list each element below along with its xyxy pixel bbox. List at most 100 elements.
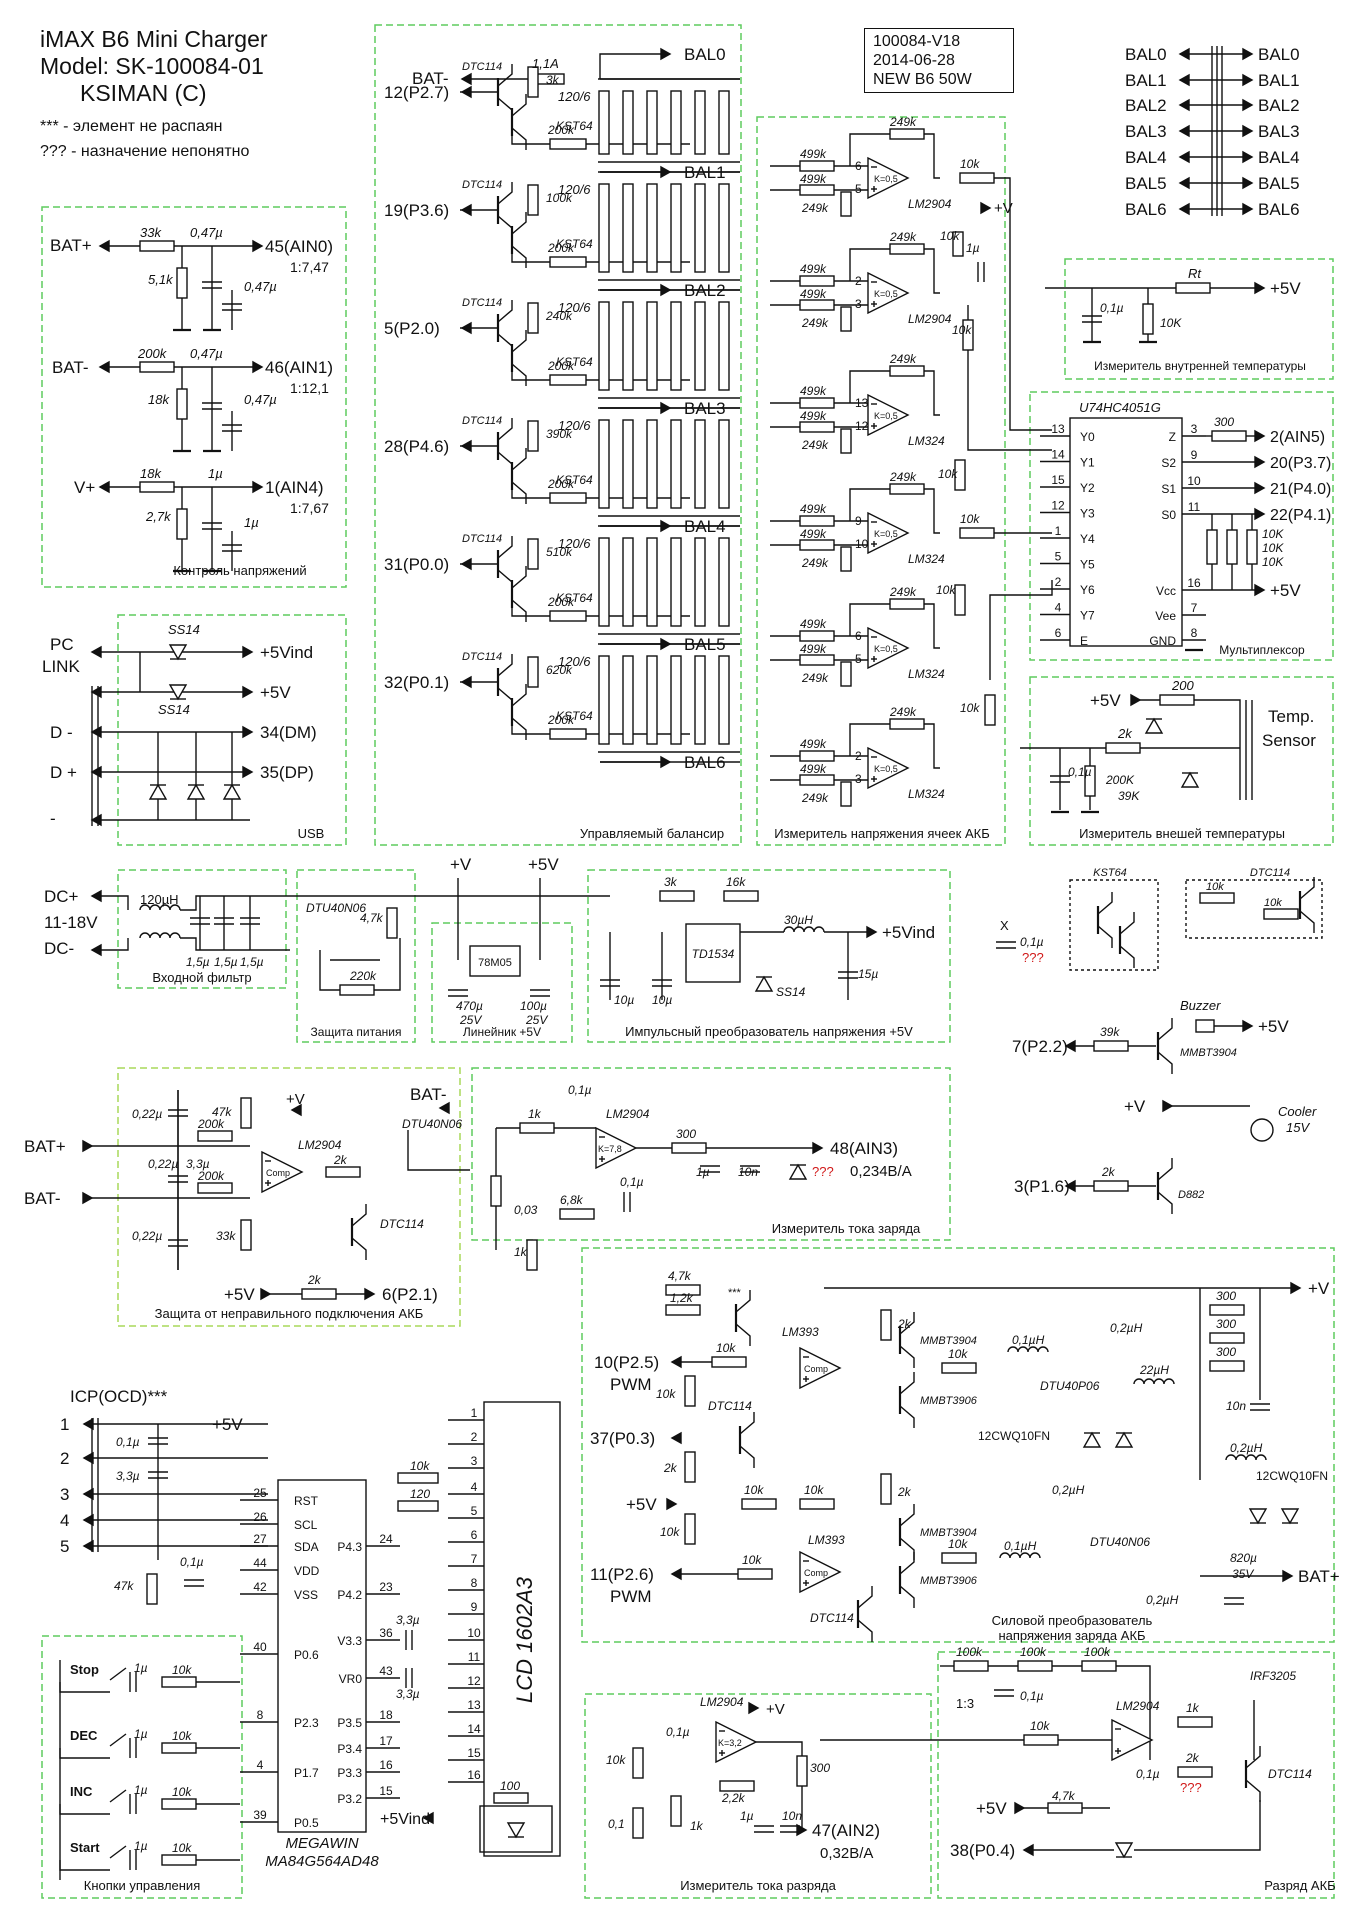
- bal-arrow-icon: [660, 47, 672, 61]
- diode-body: [1114, 1431, 1134, 1448]
- mux-left-pin-num-0: 13: [1051, 422, 1065, 436]
- ds-r47k-label: 4,7k: [1052, 1789, 1076, 1803]
- pc-l02-label-4: 0,2µH: [1230, 1441, 1263, 1455]
- cm-input-resistor: [799, 275, 835, 287]
- pc-l01-label-2: 0,1µH: [1004, 1539, 1037, 1553]
- sw-5vind-label: +5Vind: [882, 923, 935, 942]
- cm-feedback-wire: [849, 723, 940, 769]
- usb-tvs-diode-0: [148, 783, 168, 800]
- mcu-left-pin-name-0: RST: [294, 1494, 319, 1508]
- bal-map-right-3: BAL3: [1258, 122, 1300, 141]
- button-switch-icon: [109, 1733, 127, 1747]
- title-block: iMAX B6 Mini Charger Model: SK-100084-01…: [40, 26, 268, 107]
- bal-pin-label-3: 28(P4.6): [384, 437, 449, 456]
- bal-arrow-icon: [460, 675, 472, 689]
- lcd-pin-num-2: 3: [471, 1454, 478, 1468]
- pc-mmbt3906-label-2: MMBT3906: [920, 1575, 978, 1587]
- inset-kst64-label: KST64: [1093, 867, 1127, 879]
- bal-arrow-left-icon: [1178, 124, 1190, 138]
- cm-r10k-label-0: 10k: [960, 157, 980, 171]
- pc-comp-label-2: Comp: [804, 1568, 828, 1578]
- vc-arrow-icon: [252, 360, 264, 374]
- it-10k-resistor: [1142, 303, 1154, 335]
- bal-load-resistor: [646, 301, 658, 391]
- dc-22k-resistor: [719, 1780, 755, 1792]
- bal-load-resistor: [622, 537, 634, 627]
- buzzer-39k-resistor: [1093, 1040, 1129, 1052]
- bal-row-label-2: BAL2: [684, 281, 726, 300]
- transistor-collector: [1299, 877, 1315, 900]
- transistor-emitter: [1097, 925, 1113, 948]
- mux-5v-label: +5V: [1270, 581, 1301, 600]
- block-title-cell-meter: Измеритель напряжения ячеек АКБ: [774, 826, 989, 841]
- cm-ground-resistor: [840, 661, 852, 687]
- pc-10k-resistor-6: [737, 1568, 773, 1580]
- usb-5v-label: +5V: [260, 683, 291, 702]
- mcu-left-pin-num-6: 8: [257, 1708, 264, 1722]
- bal-load-resistor: [646, 655, 658, 745]
- transistor-emitter: [1299, 910, 1315, 933]
- pc-mmbt3904-label-2: MMBT3904: [920, 1527, 977, 1539]
- block-input-filter: [117, 869, 287, 989]
- mcu-left-pin-name-1: SCL: [294, 1518, 318, 1532]
- pc-dtc114-mid: [738, 1412, 755, 1468]
- lin-78m05-label: 78M05: [478, 957, 512, 969]
- rp-dtc114-label: DTC114: [380, 1217, 424, 1231]
- cm-r249k-label-2: 249k: [801, 438, 829, 452]
- block-title-charge-current: Измеритель тока заряда: [772, 1221, 921, 1236]
- vc-shunt-resistor: [176, 267, 188, 299]
- rp-r200k-label-2: 200k: [197, 1169, 225, 1183]
- ds-4k7-resistor: [1047, 1802, 1083, 1814]
- ds-p04-label: 38(P0.4): [950, 1841, 1015, 1860]
- vc-r27k-label: 2,7k: [145, 509, 172, 524]
- bal-load-resistor: [598, 90, 610, 155]
- ds-cap: [994, 1689, 1014, 1697]
- bal-kst64-label-1: KST64: [556, 237, 593, 251]
- block-buttons: [41, 1635, 243, 1899]
- usb-dplus-label: D +: [50, 763, 77, 782]
- bal-pull-label-5: 620k: [546, 663, 573, 677]
- cm-opamp-5: [867, 746, 910, 790]
- bal-arrow-icon: [660, 755, 672, 769]
- pc-batplus-label: BAT+: [1298, 1567, 1340, 1586]
- title-line-2: Model: SK-100084-01: [40, 53, 264, 79]
- cm-feedback-wire: [849, 603, 940, 649]
- vc-shunt-resistor: [176, 388, 188, 420]
- transistor-emitter: [739, 1445, 755, 1468]
- block-title-usb: USB: [298, 826, 325, 841]
- lin-100-cap: [530, 989, 550, 997]
- cm-fb-label-0: 249k: [889, 115, 917, 129]
- mux-right-pin-name-3: S0: [1161, 508, 1176, 522]
- mux-left-pin-name-1: Y1: [1080, 456, 1095, 470]
- cm-fb-label-2: 249k: [889, 352, 917, 366]
- transistor-collector: [1157, 1018, 1173, 1041]
- mcu-right-pin-num-2: 36: [379, 1626, 393, 1640]
- pc-01u-inductor: [1007, 1346, 1049, 1353]
- pc-comp-label: Comp: [804, 1364, 828, 1374]
- pc-10k-resistor: [711, 1356, 747, 1368]
- if-c15-label-a: 1,5µ: [186, 955, 210, 969]
- cm-out-resistor-4: [959, 527, 995, 539]
- block-title-discharge: Разряд АКБ: [1264, 1878, 1335, 1893]
- vc-arrow-icon: [252, 239, 264, 253]
- bal-pull-label-4: 510k: [546, 545, 573, 559]
- inset-kst64-transistor-b: [1118, 912, 1135, 968]
- mcu-5v-label: +5V: [212, 1415, 243, 1434]
- icp-arrow-icon: [82, 1539, 94, 1553]
- ds-question-label: ???: [1180, 1780, 1202, 1795]
- cc-r003-label: 0,03: [514, 1203, 538, 1217]
- lcd-pin-num-3: 4: [471, 1480, 478, 1494]
- cm-out-resistor-3: [954, 459, 966, 491]
- usb-tvs-diode-1: [186, 783, 206, 800]
- mux-left-pin-num-5: 5: [1055, 550, 1062, 564]
- pc-pwm-label: PWM: [610, 1375, 652, 1394]
- block-cell-meter: [756, 116, 1006, 846]
- vc-filter-cap: [202, 402, 222, 410]
- cooler-d882-label: D882: [1178, 1189, 1204, 1201]
- bal-bat-minus-label: BAT-: [412, 69, 449, 88]
- dc-lm2904-label: LM2904: [700, 1695, 744, 1709]
- cm-input-resistor: [799, 630, 835, 642]
- bal-res-label-4: 120/6: [558, 536, 591, 551]
- cm-ic-label-3: LM324: [908, 552, 945, 566]
- mux-right-pin-num-0: 3: [1191, 422, 1198, 436]
